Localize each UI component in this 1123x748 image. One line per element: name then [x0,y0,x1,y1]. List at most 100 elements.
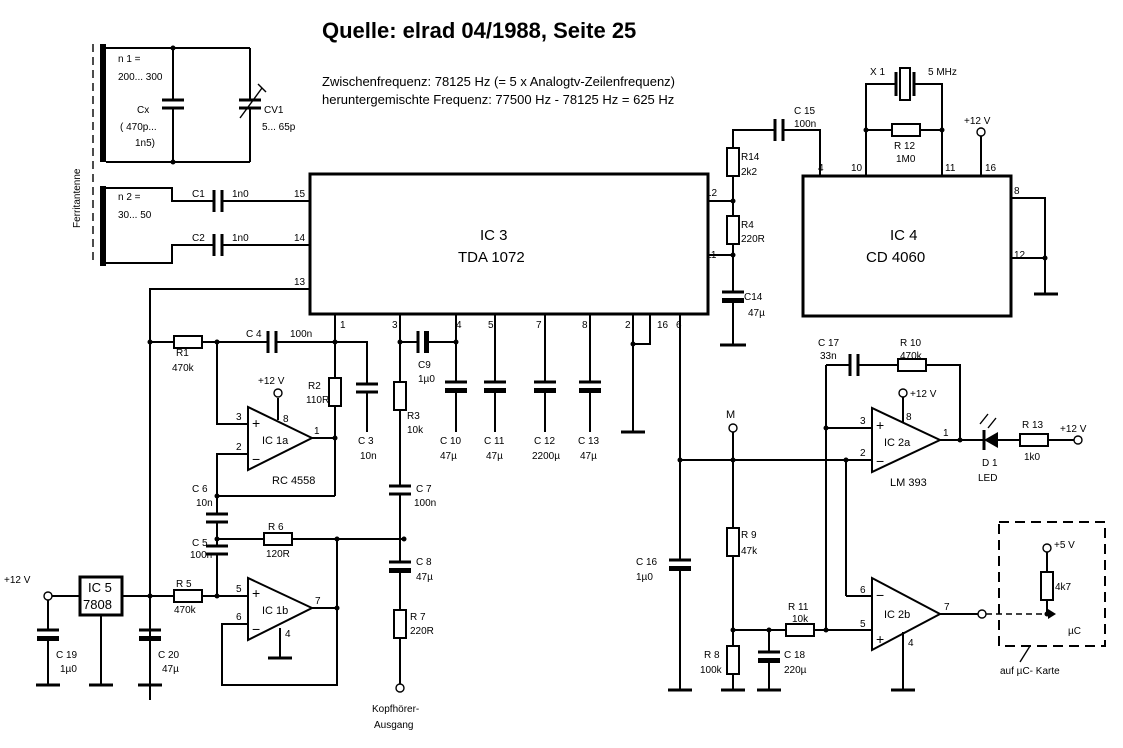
r2-value: 110R [306,395,329,406]
svg-text:7: 7 [944,602,950,613]
r11-value: 10k [792,614,809,625]
c5-value: 100n [190,550,212,561]
svg-text:−: − [252,451,260,467]
svg-text:3: 3 [236,412,242,423]
r1-name: R1 [176,348,189,359]
svg-text:8: 8 [582,320,588,331]
c13-capacitor [579,314,601,432]
c5-name: C 5 [192,538,208,549]
m-label: M [726,409,735,421]
r12-name: R 12 [894,141,916,152]
ic4-type: CD 4060 [866,249,925,266]
c4-name: C 4 [246,329,262,340]
ic1a-type: RC 4558 [272,475,315,487]
ic3-type: TDA 1072 [458,249,525,266]
ic1a-name: IC 1a [262,435,289,447]
r4-name: R4 [741,220,754,231]
svg-text:11: 11 [945,163,956,174]
r10-name: R 10 [900,338,922,349]
headphone-label2: Ausgang [374,720,413,731]
r8-name: R 8 [704,650,720,661]
ic2b-name: IC 2b [884,609,910,621]
c6-value: 10n [196,498,213,509]
ic2a-opamp [871,406,943,474]
headphone-label1: Kopfhörer- [372,704,419,715]
svg-text:16: 16 [657,320,669,331]
r3-name: R3 [407,411,420,422]
svg-text:+: + [252,415,260,431]
c17-name: C 17 [818,338,840,349]
r14-value: 2k2 [741,167,758,178]
c18-value: 220µ [784,665,807,676]
r9-name: R 9 [741,530,757,541]
c12-value: 2200µ [532,451,560,462]
r11-name: R 11 [788,602,809,613]
c15-name: C 15 [794,106,816,117]
svg-text:2: 2 [860,448,866,459]
r4k7-value: 4k7 [1055,582,1072,593]
c16-value: 1µ0 [636,572,653,583]
ic4-block [801,174,1013,318]
c3-value: 10n [360,451,377,462]
ic5-name: IC 5 [88,580,112,595]
svg-text:+12 V: +12 V [910,389,937,400]
svg-text:6: 6 [860,585,866,596]
svg-text:15: 15 [294,189,306,200]
svg-text:+: + [252,585,260,601]
c1-value: 1n0 [232,189,249,200]
uc-label: µC [1068,626,1081,637]
c15-value: 100n [794,119,816,130]
d1-name: D 1 [982,458,998,469]
cx-name: Cx [137,105,149,116]
coil1-name: n 1 = [118,54,141,65]
svg-text:12: 12 [1014,250,1026,261]
svg-text:5: 5 [236,584,242,595]
c20-name: C 20 [158,650,180,661]
c13-value: 47µ [580,451,597,462]
r7-value: 220R [410,626,434,637]
r13-name: R 13 [1022,420,1044,431]
r5-name: R 5 [176,579,192,590]
svg-text:+5 V: +5 V [1054,540,1075,551]
svg-text:+12 V: +12 V [258,376,285,387]
svg-text:11: 11 [706,250,717,261]
note-mix: heruntergemischte Frequenz: 77500 Hz - 7… [322,92,674,107]
note-if: Zwischenfrequenz: 78125 Hz (= 5 x Analog… [322,74,675,89]
svg-text:3: 3 [392,320,398,331]
r13-value: 1k0 [1024,452,1041,463]
c14-value: 47µ [748,308,765,319]
svg-text:−: − [876,453,884,469]
c1-name: C1 [192,189,205,200]
x1-value: 5 MHz [928,67,957,78]
ic5-type: 7808 [83,597,112,612]
c7-value: 100n [414,498,436,509]
svg-text:−: − [876,587,884,603]
c3-name: C 3 [358,436,374,447]
r6-name: R 6 [268,522,284,533]
schematic-title: Quelle: elrad 04/1988, Seite 25 [322,18,636,43]
r2-name: R2 [308,381,321,392]
ic3-block [308,172,710,316]
ic2b-opamp [871,576,943,652]
svg-text:7: 7 [315,596,321,607]
coil1-value: 200... 300 [118,72,163,83]
cx-value2: 1n5) [135,138,155,149]
r10-value: 470k [900,351,923,362]
svg-text:1: 1 [340,320,346,331]
c13-name: C 13 [578,436,600,447]
c20-value: 47µ [162,664,179,675]
svg-text:5: 5 [860,619,866,630]
r1-value: 470k [172,363,195,374]
cx-value1: ( 470p... [120,122,157,133]
c11-capacitor [484,314,506,432]
r14-name: R14 [741,152,760,163]
ic2a-type: LM 393 [890,477,927,489]
svg-text:10: 10 [851,163,863,174]
svg-text:+: + [876,417,884,433]
svg-text:8: 8 [283,414,289,425]
svg-text:12: 12 [706,188,718,199]
svg-text:6: 6 [236,612,242,623]
ic1a-opamp [247,405,315,472]
r4-value: 220R [741,234,765,245]
